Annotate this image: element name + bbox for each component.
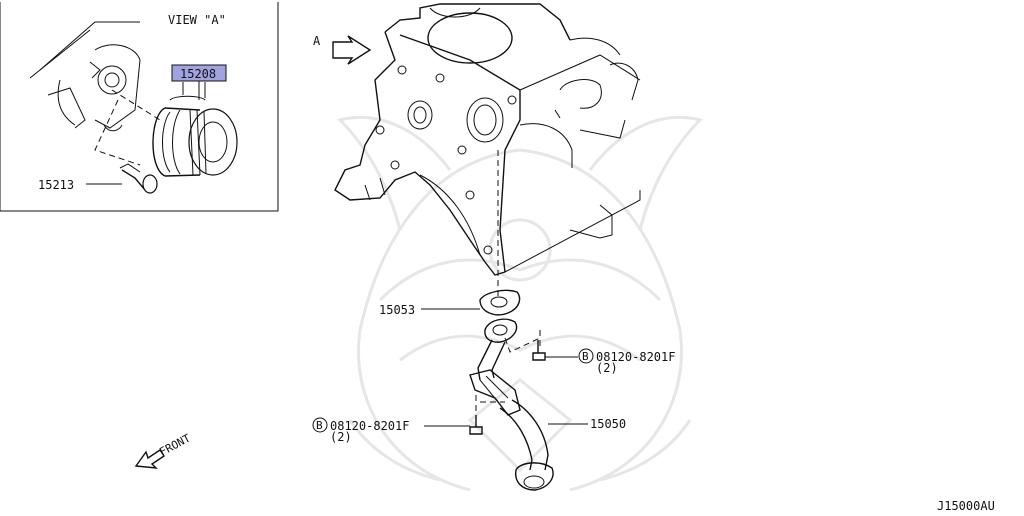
circled-b-symbol-icon (578, 348, 594, 364)
oil-strainer-drawing (469, 318, 554, 491)
bolt-lower-callout[interactable]: B 08120-8201F (2) (312, 417, 409, 444)
bolt-lower-symbol: B (316, 419, 323, 432)
bolt-lower-drawing (469, 415, 483, 435)
bolt-upper-code[interactable]: 08120-8201F (596, 350, 675, 364)
part-number-15050[interactable]: 15050 (590, 417, 626, 431)
bolt-upper-callout[interactable]: B 08120-8201F (2) (578, 348, 675, 375)
front-direction-arrow-icon (134, 449, 165, 469)
circled-b-symbol-icon (312, 417, 328, 433)
stud-drawing (119, 163, 158, 194)
oil-filter-drawing (152, 82, 238, 177)
bolt-lower-code[interactable]: 08120-8201F (330, 419, 409, 433)
front-direction-indicator: FRONT (134, 431, 193, 469)
part-number-15208[interactable]: 15208 (180, 67, 216, 81)
part-number-15213[interactable]: 15213 (38, 178, 74, 192)
view-arrow-letter: A (313, 34, 321, 48)
engine-block-drawing (334, 3, 641, 276)
bolt-upper-drawing (532, 340, 546, 361)
diagram-id: J15000AU (937, 499, 995, 511)
gasket-drawing (479, 289, 521, 316)
view-a-inset: VIEW "A" 15208 (0, 2, 279, 212)
watermark-emblem (337, 115, 703, 492)
front-label: FRONT (157, 431, 193, 458)
part-number-15053[interactable]: 15053 (379, 303, 415, 317)
bolt-upper-qty: (2) (596, 361, 618, 375)
view-direction-arrow-icon (332, 35, 372, 65)
bolt-lower-qty: (2) (330, 430, 352, 444)
bolt-upper-symbol: B (582, 350, 589, 363)
view-a-title: VIEW "A" (168, 13, 226, 27)
